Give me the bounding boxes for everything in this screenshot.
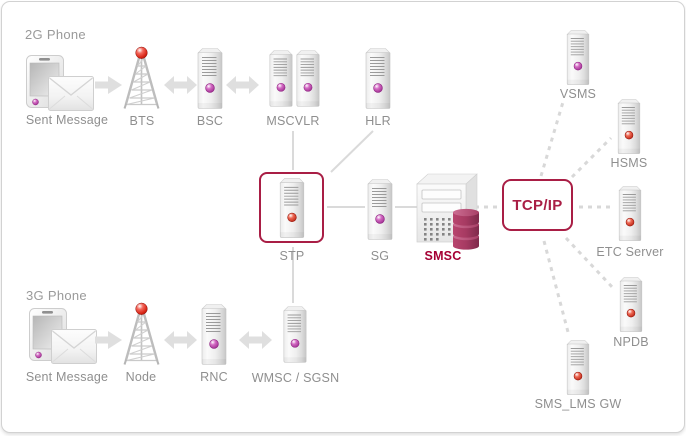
wmsc-sgsn-label: WMSC / SGSN <box>251 371 340 385</box>
double-arrow-icon <box>164 331 197 349</box>
sms-lms-gw-label: SMS_LMS GW <box>534 397 622 411</box>
antenna-tower-icon-bts <box>118 46 165 110</box>
mscvlr-label: MSCVLR <box>266 114 320 128</box>
server-icon-stp <box>278 177 306 239</box>
server-icon-hlr <box>364 47 392 110</box>
server-icon-mscvlr-2 <box>295 47 321 110</box>
double-arrow-icon <box>164 76 197 94</box>
hsms-label: HSMS <box>610 156 648 170</box>
etc-server-label: ETC Server <box>596 245 664 259</box>
mainframe-database-icon-smsc <box>415 172 481 252</box>
group-title-2g: 2G Phone <box>25 27 86 42</box>
server-icon-mscvlr-1 <box>268 47 294 110</box>
sg-label: SG <box>370 249 390 263</box>
group-title-3g: 3G Phone <box>26 288 87 303</box>
server-icon-hsms <box>616 98 642 155</box>
tcpip-box: TCP/IP <box>502 179 573 231</box>
phone-message-icon-3g <box>29 308 99 365</box>
hlr-label: HLR <box>365 114 391 128</box>
sent-message-label-2g: Sent Message <box>25 113 109 127</box>
vsms-label: VSMS <box>559 87 597 101</box>
rnc-label: RNC <box>200 370 228 384</box>
server-icon-sg <box>366 178 394 241</box>
server-icon-npdb <box>618 276 644 333</box>
npdb-label: NPDB <box>613 335 649 349</box>
bts-label: BTS <box>129 114 155 128</box>
antenna-tower-icon-node <box>118 302 165 366</box>
phone-message-icon-2g <box>26 55 96 112</box>
bsc-label: BSC <box>196 114 224 128</box>
stp-label: STP <box>279 249 305 263</box>
tcpip-label: TCP/IP <box>512 196 563 214</box>
server-icon-etc <box>617 185 643 242</box>
server-icon-vsms <box>565 29 591 86</box>
stp-highlight-box <box>259 172 324 243</box>
sent-message-label-3g: Sent Message <box>25 370 109 384</box>
server-icon-wmsc-sgsn <box>282 303 308 366</box>
node-label: Node <box>125 370 157 384</box>
server-icon-bsc <box>196 47 224 110</box>
smsc-label: SMSC <box>424 249 462 263</box>
server-icon-rnc <box>200 303 228 366</box>
double-arrow-icon <box>226 76 259 94</box>
double-arrow-icon <box>239 331 272 349</box>
server-icon-sms-lms-gw <box>565 339 591 396</box>
